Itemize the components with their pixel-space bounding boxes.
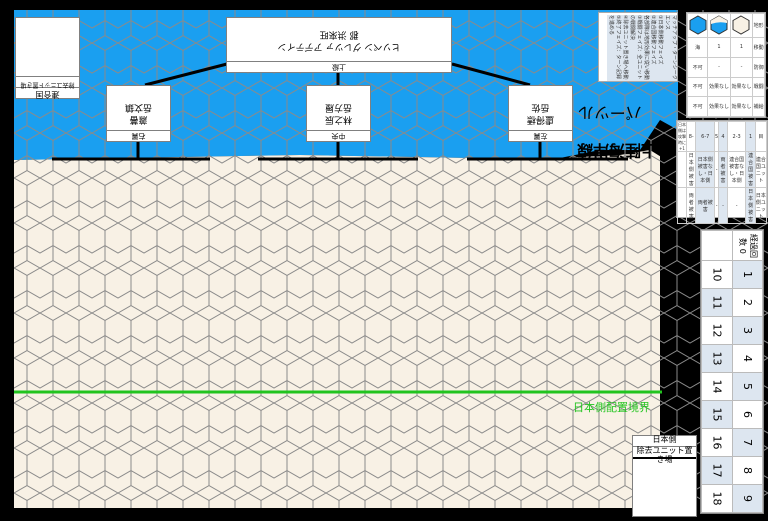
cell: -	[707, 56, 731, 78]
combat-results-table: 日本側は攻撃時に+1 8- 6-7 5 4 2-3 1 目 日本側被害 日本側被…	[676, 120, 768, 224]
turn-box-10[interactable]: 10	[701, 260, 733, 289]
info-row: ④除去ユニット置き場へ移動	[622, 15, 628, 80]
turn-box-17[interactable]: 17	[701, 456, 733, 485]
terrain-coast-icon	[707, 13, 731, 38]
terrain-header: 移動	[752, 37, 765, 58]
cell: 不可	[686, 76, 709, 98]
cell: -	[714, 187, 720, 224]
unit-name-line1: 岳佐	[531, 102, 550, 112]
allied-side-label: 連合国	[16, 87, 79, 99]
info-row: ①日本側移動フェイズ	[657, 15, 663, 65]
turn-box-7[interactable]: 7	[731, 428, 763, 457]
terrain-header: 補給	[752, 96, 765, 117]
turn-box-4[interactable]: 4	[731, 344, 763, 373]
cell: 両者被害	[695, 187, 716, 224]
turn-track-header: 経過回数 0	[731, 230, 763, 261]
cell: 不可	[686, 56, 709, 78]
cell: 6-7	[695, 121, 716, 152]
cell: 1	[745, 121, 756, 152]
unit-box-center[interactable]: 中央 岳方履 林之辰	[306, 85, 371, 142]
unit-name-line2: 林之辰	[325, 114, 353, 124]
allied-removed-title: 除去ユニット置き場	[16, 76, 79, 88]
turn-box-5[interactable]: 5	[731, 372, 763, 401]
unit-name-line1: 岳方履	[325, 102, 353, 112]
combat-header: 連合国ユニット	[754, 151, 768, 188]
turn-box-16[interactable]: 16	[701, 428, 733, 457]
hq-unit-box[interactable]: 上級 ヒソペン グレツァ アデテイン 郡 洪來旺	[226, 17, 452, 73]
turn-box-3[interactable]: 3	[731, 316, 763, 345]
turn-box[interactable]	[701, 230, 733, 261]
japan-removed-title: 除去ユニット置き場	[633, 446, 696, 464]
cell: 4	[718, 121, 728, 152]
unit-box-right-wing[interactable]: 右翼 岳文鎮 蕭蕃	[106, 85, 171, 142]
japan-deploy-boundary-label: 日本側配置境界	[573, 401, 650, 414]
combat-footnote: 日本側は攻撃時に+1	[677, 121, 687, 152]
allied-removed-units-box[interactable]: 連合国 除去ユニット置き場	[15, 17, 80, 99]
cell: 両者被害	[685, 187, 697, 224]
turn-box-2[interactable]: 2	[731, 288, 763, 317]
cell: 効果なし	[729, 76, 754, 98]
cell: 1	[707, 37, 731, 58]
cell: 1	[729, 37, 754, 58]
hq-name-line2: 郡 洪來旺	[319, 29, 359, 39]
info-row: マッチアップ・ターンシークエンス	[663, 15, 677, 81]
unit-tag: 右翼	[107, 130, 170, 141]
unit-box-left-wing[interactable]: 左翼 岳佐 盧得標	[508, 85, 573, 142]
cell: 日本側被害	[745, 187, 756, 224]
unit-name-line1: 岳文鎮	[125, 102, 153, 112]
unit-name-line2: 蕭蕃	[129, 114, 148, 124]
cell: -	[729, 56, 754, 78]
japan-removed-units-box[interactable]: 日本側 除去ユニット置き場	[632, 435, 697, 517]
turn-box-12[interactable]: 12	[701, 316, 733, 345]
cell: 2-3	[726, 121, 747, 152]
unit-name-line2: 盧得標	[527, 114, 555, 124]
cell: 海	[686, 37, 709, 58]
japan-side-label: 日本側	[633, 435, 696, 447]
cell: -	[726, 187, 747, 224]
cell: 効果なし	[707, 96, 731, 117]
cell: 連合国被害	[745, 151, 756, 188]
terrain-sea-icon	[686, 13, 709, 38]
info-row: ②連合国移動フェイズ	[649, 15, 656, 81]
unit-tag: 左翼	[509, 130, 572, 141]
cell: 連合国被害なし・日本側	[726, 151, 747, 188]
turn-box-18[interactable]: 18	[701, 484, 733, 513]
turn-box-14[interactable]: 14	[701, 372, 733, 401]
info-row: ⑤終了フェイズ：ターン記録を進める	[607, 15, 621, 81]
sequence-of-play-panel: マッチアップ・ターンシークエンス ①日本側移動フェイズ ②連合国移動フェイズ 各…	[598, 12, 678, 82]
cell: -	[718, 187, 728, 224]
turn-box-6[interactable]: 6	[731, 400, 763, 429]
cell: 日本側被害なし・日本側	[695, 151, 716, 188]
terrain-header: 地形	[752, 13, 765, 38]
hq-tag: 上級	[227, 61, 451, 72]
unit-tag: 中央	[307, 130, 370, 141]
combat-header: 目	[754, 121, 768, 152]
turn-box-11[interactable]: 11	[701, 288, 733, 317]
cell: 日本側被害	[685, 151, 697, 188]
location-name-label: パーツル	[578, 103, 642, 122]
combat-header: 日本側ユニット	[754, 187, 768, 224]
terrain-header: 戦闘	[752, 76, 765, 98]
cell: 効果なし	[729, 96, 754, 117]
turn-box-8[interactable]: 8	[731, 456, 763, 485]
turn-box-15[interactable]: 15	[701, 400, 733, 429]
terrain-plain-icon	[729, 13, 754, 38]
hq-name-line1: ヒソペン グレツァ アデテイン	[277, 41, 401, 51]
beach-line-label: 上陸海岸線	[577, 141, 658, 160]
cell: 8-	[685, 121, 697, 152]
info-row: ③戦闘フェイズ：全ユニットの戦闘解決	[628, 15, 642, 81]
turn-box-1[interactable]: 1	[731, 260, 763, 289]
terrain-header: 防御	[752, 56, 765, 78]
turn-box-13[interactable]: 13	[701, 344, 733, 373]
cell: 不可	[686, 96, 709, 117]
cell: 効果なし	[707, 76, 731, 98]
info-row: 各部隊は地形効果に従い移動	[643, 15, 649, 81]
turn-box-9[interactable]: 9	[731, 484, 763, 513]
cell: 両者被害	[718, 151, 728, 188]
